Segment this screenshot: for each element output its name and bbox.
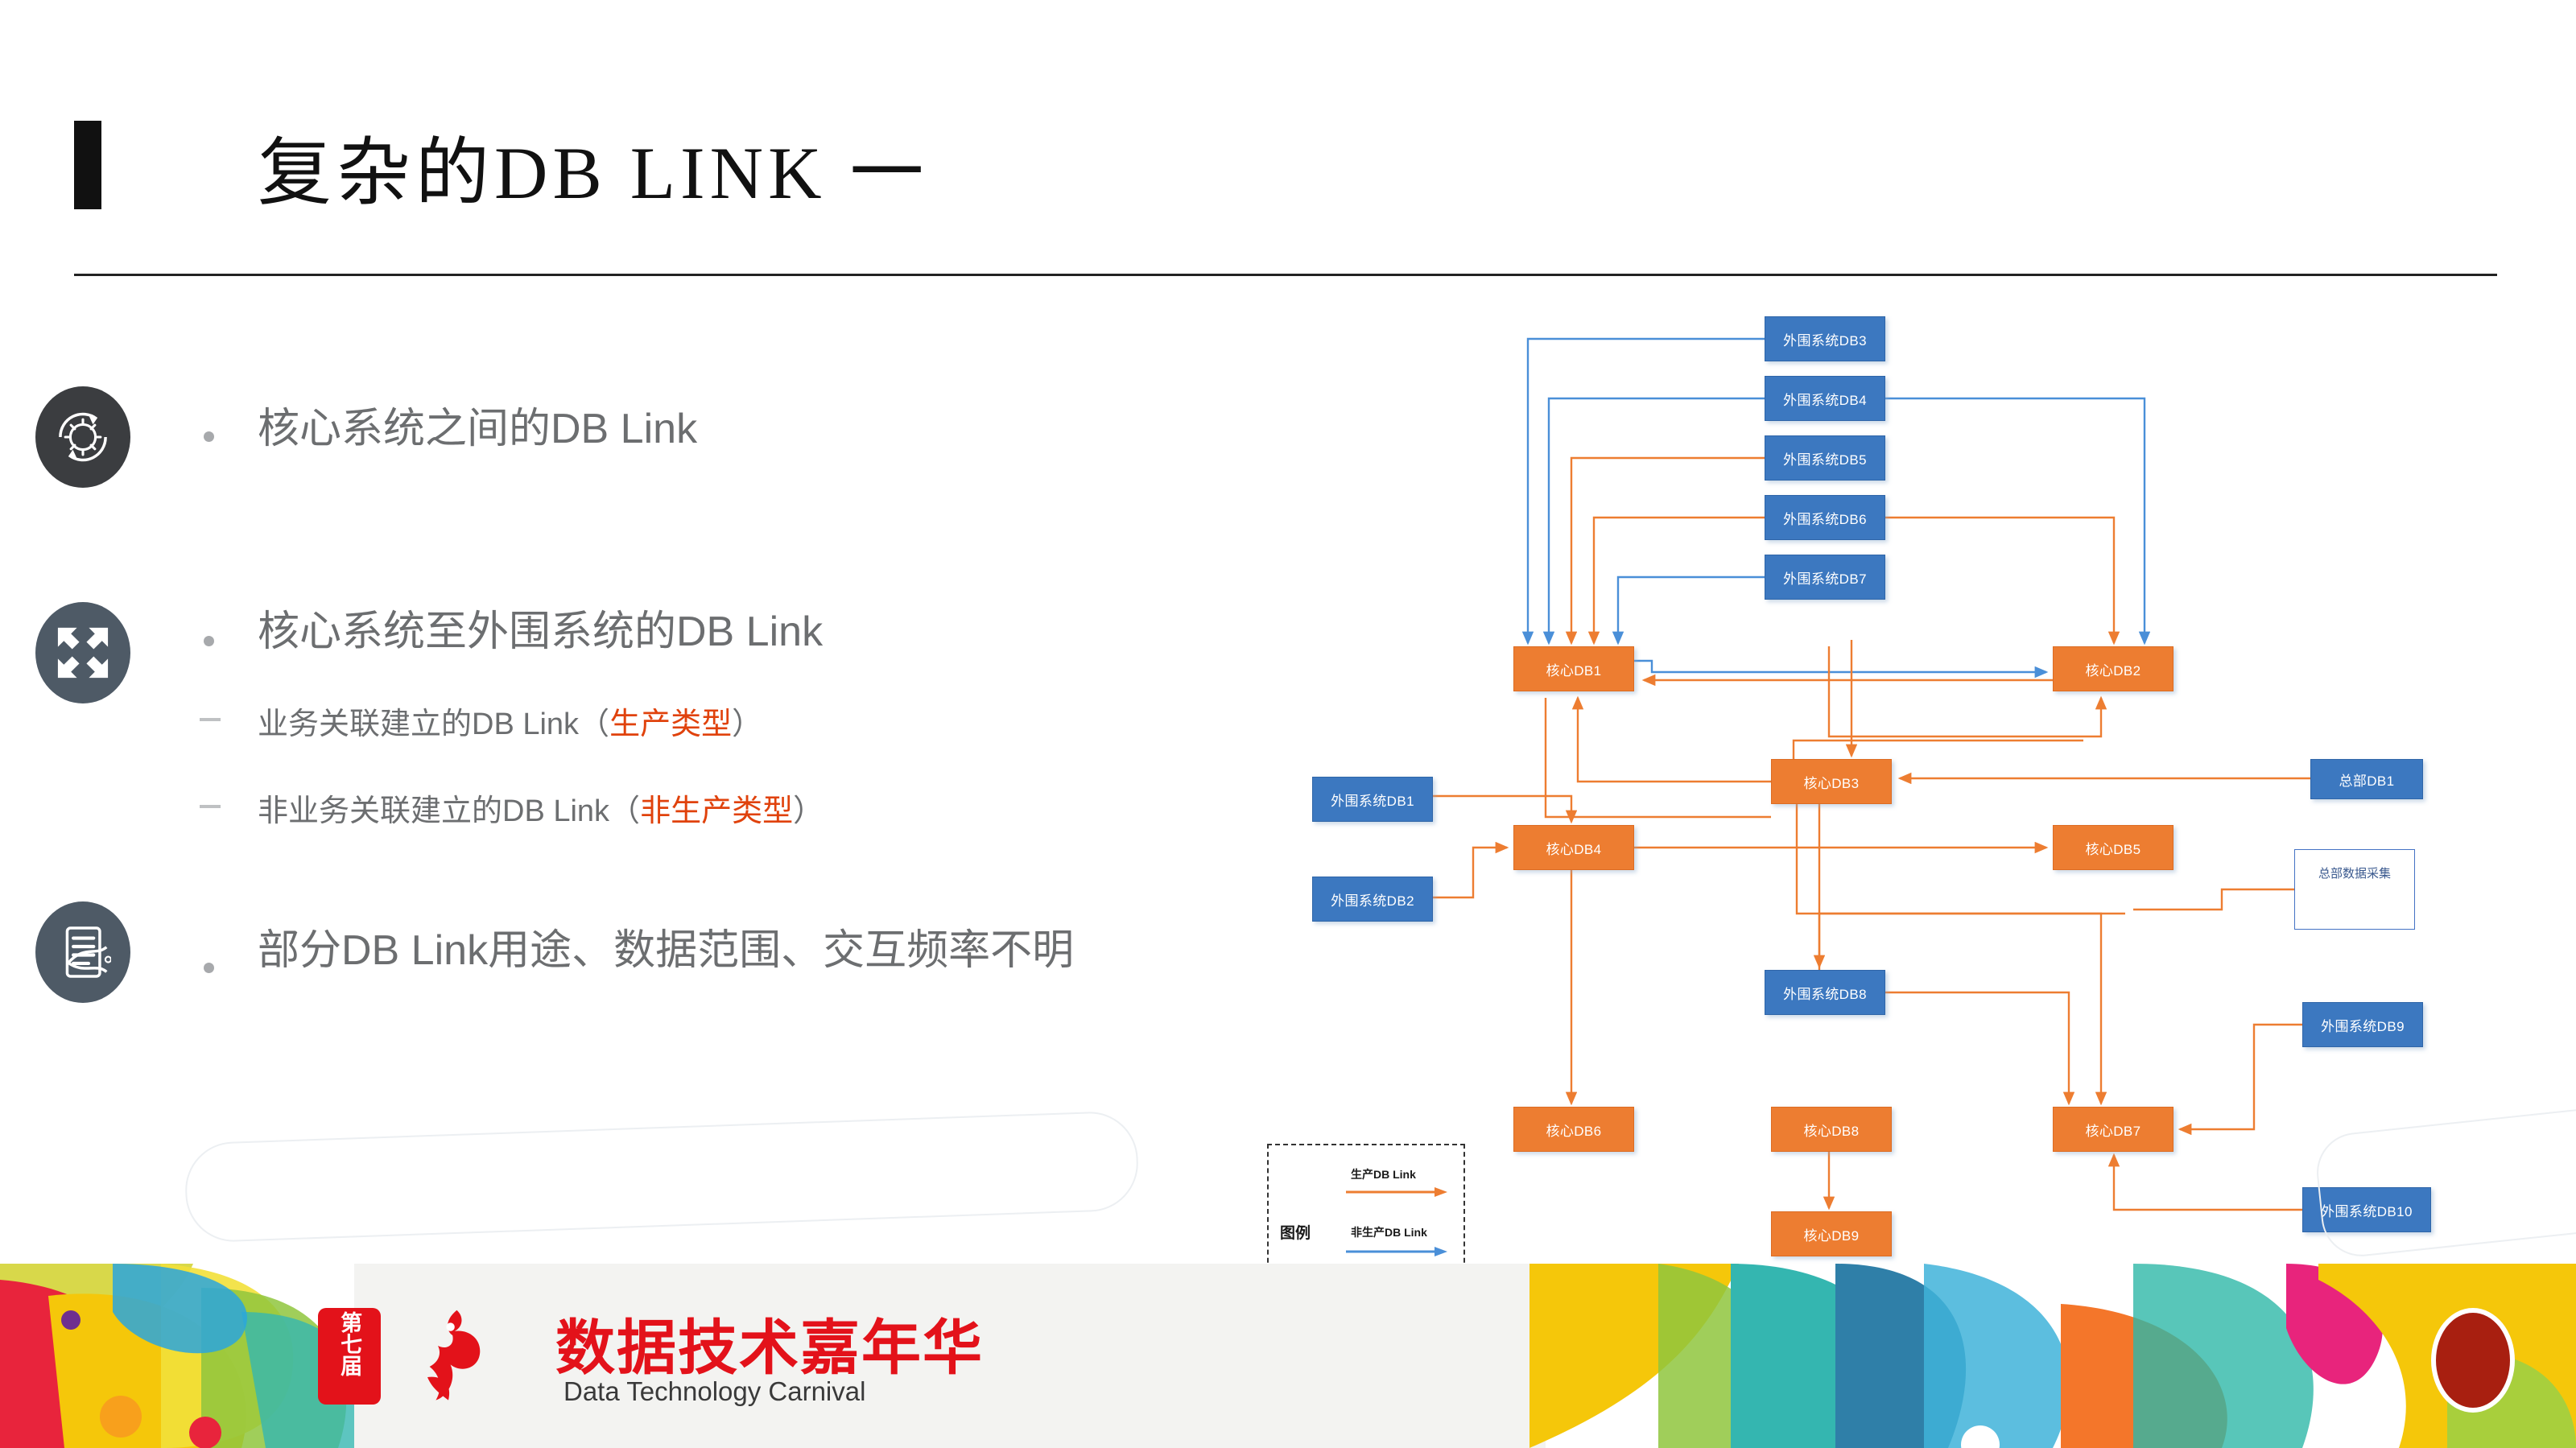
- diagram-node-core4: 核心DB4: [1513, 825, 1634, 870]
- diagram-node-ext7: 外围系统DB7: [1765, 555, 1885, 600]
- sub-bullet-2-prefix: 非业务关联建立的DB Link（: [258, 794, 641, 828]
- bullet-text-2: 核心系统至外围系统的DB Link: [258, 608, 824, 655]
- diagram-node-core2: 核心DB2: [2053, 646, 2174, 691]
- title-divider: [74, 274, 2497, 276]
- legend-label-production: 生产DB Link: [1351, 1168, 1416, 1181]
- bullet-text-3: 部分DB Link用途、数据范围、交互频率不明: [258, 927, 1075, 974]
- sub-bullet-dash: [200, 718, 221, 721]
- diagram-node-ext1: 外围系统DB1: [1312, 777, 1433, 822]
- diagram-node-core7: 核心DB7: [2053, 1107, 2174, 1152]
- diagram-node-ext9: 外围系统DB9: [2302, 1002, 2423, 1047]
- rosette-seal-icon: [2431, 1308, 2515, 1413]
- diagram-node-ext6: 外围系统DB6: [1765, 495, 1885, 540]
- brand-name-en: Data Technology Carnival: [564, 1376, 866, 1406]
- bullet-marker: [204, 636, 214, 646]
- diagram-node-core5: 核心DB5: [2053, 825, 2174, 870]
- sub-bullet-1-prefix: 业务关联建立的DB Link（: [258, 707, 610, 741]
- diagram-node-core3: 核心DB3: [1771, 759, 1892, 804]
- edition-badge-text: 第七届: [337, 1311, 362, 1376]
- sub-bullet-dash: [200, 805, 221, 808]
- refresh-target-icon: [35, 386, 130, 488]
- bullet-marker: [204, 963, 214, 973]
- diagram-legend: [1267, 1144, 1465, 1279]
- bullet-text-1: 核心系统之间的DB Link: [258, 406, 698, 452]
- legend-arrow-production: [1346, 1187, 1447, 1197]
- footer-artwork: [0, 1264, 2576, 1448]
- title-accent-bar: [74, 121, 101, 209]
- diagram-node-ext10: 外围系统DB10: [2302, 1187, 2431, 1232]
- diagram-node-core8: 核心DB8: [1771, 1107, 1892, 1152]
- brand-name-cn: 数据技术嘉年华: [555, 1314, 984, 1381]
- sub-bullet-2-highlight: 非生产类型: [640, 794, 794, 828]
- phoenix-logo-icon: [427, 1310, 481, 1401]
- diagram-node-core1: 核心DB1: [1513, 646, 1634, 691]
- bullet-marker: [204, 431, 214, 442]
- legend-label-nonproduction: 非生产DB Link: [1351, 1226, 1427, 1239]
- edition-badge: 第七届: [318, 1308, 381, 1405]
- sub-bullet-2: 非业务关联建立的DB Link（非生产类型）: [258, 786, 824, 830]
- diagram-node-ext5: 外围系统DB5: [1765, 435, 1885, 481]
- page-title: 复杂的DB LINK 一: [258, 132, 929, 214]
- diagram-node-ext2: 外围系统DB2: [1312, 877, 1433, 922]
- diagram-node-core6: 核心DB6: [1513, 1107, 1634, 1152]
- footer-banner: [0, 1264, 2576, 1448]
- diagram-node-hq1: 总部DB1: [2310, 759, 2423, 799]
- sub-bullet-1-highlight: 生产类型: [609, 707, 733, 741]
- hq-data-collection-node: 总部数据采集: [2294, 849, 2415, 930]
- expand-arrows-icon: [35, 602, 130, 703]
- legend-title: 图例: [1280, 1225, 1311, 1242]
- sub-bullet-2-suffix: ）: [793, 794, 824, 828]
- diagram-node-ext3: 外围系统DB3: [1765, 316, 1885, 361]
- diagram-node-ext4: 外围系统DB4: [1765, 376, 1885, 421]
- db-link-diagram: 外围系统DB3 外围系统DB4 外围系统DB5 外围系统DB6 外围系统DB7 核心DB1…: [1256, 302, 2576, 1292]
- decorative-outline: [184, 1110, 1140, 1244]
- sub-bullet-1-suffix: ）: [732, 707, 763, 741]
- diagram-node-ext8: 外围系统DB8: [1765, 970, 1885, 1015]
- legend-arrow-nonproduction: [1346, 1247, 1447, 1256]
- document-signature-icon: [35, 901, 130, 1003]
- sub-bullet-1: 业务关联建立的DB Link（生产类型）: [258, 699, 762, 743]
- diagram-node-core9: 核心DB9: [1771, 1211, 1892, 1256]
